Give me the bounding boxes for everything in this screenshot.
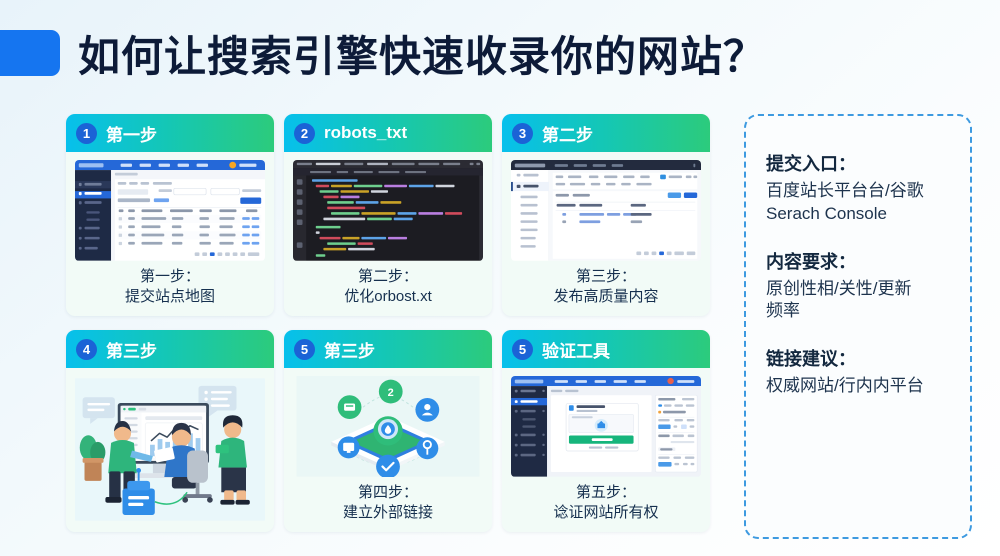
caption-line-6a: 第五步： (575, 483, 636, 501)
title-accent-square (0, 30, 60, 76)
info-block-submission: 提交入口： 百度站长平台台/谷歌 Serach Console (766, 150, 952, 226)
card-title-3: 第二步 (542, 125, 593, 145)
caption-line-1b: 提交站点地图 (124, 288, 215, 306)
info-body-content-line2: 频率 (766, 301, 800, 321)
svg-text:2: 2 (388, 387, 394, 399)
page-title-row: 如何让搜索引擎快速收录你的网站？ (0, 18, 1000, 88)
info-panel: 提交入口： 百度站长平台台/谷歌 Serach Console 内容要求： 原创… (744, 114, 972, 539)
caption-line-3b: 发布高质量内容 (553, 288, 659, 306)
step-card-3[interactable]: 3 第二步 (502, 114, 710, 316)
info-block-links: 链接建议： 权威网站/行内内平台 (766, 345, 952, 398)
card-caption-6: 第五步： 谂证网站所有权 (502, 481, 710, 532)
step-card-6[interactable]: 5 验证工具 (502, 330, 710, 532)
caption-line-2a: 第二步： (357, 267, 418, 285)
admin-table-screenshot (511, 160, 701, 261)
info-body-content-line1: 原创性相/关性/更新 (766, 278, 912, 298)
step-badge-1: 1 (76, 122, 97, 144)
card-title-1: 第一步 (106, 125, 157, 145)
steps-grid: 1 第一步 (66, 114, 726, 539)
card-title-5: 第三步 (324, 341, 375, 361)
card-header-2: 2 robots_txt (284, 114, 492, 152)
step-card-2[interactable]: 2 robots_txt (284, 114, 492, 316)
card-header-6: 5 验证工具 (502, 330, 710, 368)
code-editor-screenshot (293, 160, 483, 261)
step-badge-4: 4 (76, 338, 97, 360)
info-body-links-line1: 权威网站/行内内平台 (766, 376, 924, 396)
step-card-4[interactable]: 4 第三步 (66, 330, 274, 532)
card-header-3: 3 第二步 (502, 114, 710, 152)
info-body-submission-line2: Serach Console (766, 203, 887, 223)
step-card-5[interactable]: 5 第三步 (284, 330, 492, 532)
isometric-network-illustration: 2 (293, 376, 483, 477)
caption-line-5a: 第四步： (357, 483, 418, 501)
step-badge-6: 5 (512, 338, 533, 360)
info-heading-submission: 提交入口： (766, 154, 856, 174)
info-heading-links: 链接建议： (766, 349, 856, 370)
card-caption-3: 第三步： 发布高质量内容 (502, 265, 710, 316)
step-badge-2: 2 (294, 122, 315, 144)
caption-line-3a: 第三步： (575, 267, 636, 285)
card-caption-1: 第一步： 提交站点地图 (66, 265, 274, 316)
info-body-submission-line1: 百度站长平台台/谷歌 (766, 181, 924, 200)
caption-line-1a: 第一步： (139, 267, 200, 285)
verification-panel-screenshot (511, 376, 701, 477)
caption-line-6b: 谂证网站所有权 (553, 504, 659, 522)
card-caption-5: 第四步： 建立外部链接 (284, 481, 492, 532)
card-header-5: 5 第三步 (284, 330, 492, 368)
teamwork-analytics-illustration (75, 376, 265, 523)
card-title-2: robots_txt (324, 123, 408, 142)
info-block-content: 内容要求： 原创性相/关性/更新 频率 (766, 248, 952, 324)
info-heading-content: 内容要求： (766, 251, 856, 272)
card-title-4: 第三步 (106, 341, 157, 361)
step-badge-5: 5 (294, 338, 315, 360)
card-title-6: 验证工具 (542, 341, 610, 361)
card-caption-2: 第二步： 优化orbost.xt (284, 265, 492, 316)
step-badge-3: 3 (512, 122, 533, 144)
caption-line-2b: 优化orbost.xt (344, 288, 432, 306)
caption-line-5b: 建立外部链接 (342, 504, 433, 522)
page-title: 如何让搜索引擎快速收录你的网站？ (78, 32, 767, 80)
card-header-4: 4 第三步 (66, 330, 274, 368)
step-card-1[interactable]: 1 第一步 (66, 114, 274, 316)
admin-dashboard-screenshot (75, 160, 265, 261)
card-header-1: 1 第一步 (66, 114, 274, 152)
